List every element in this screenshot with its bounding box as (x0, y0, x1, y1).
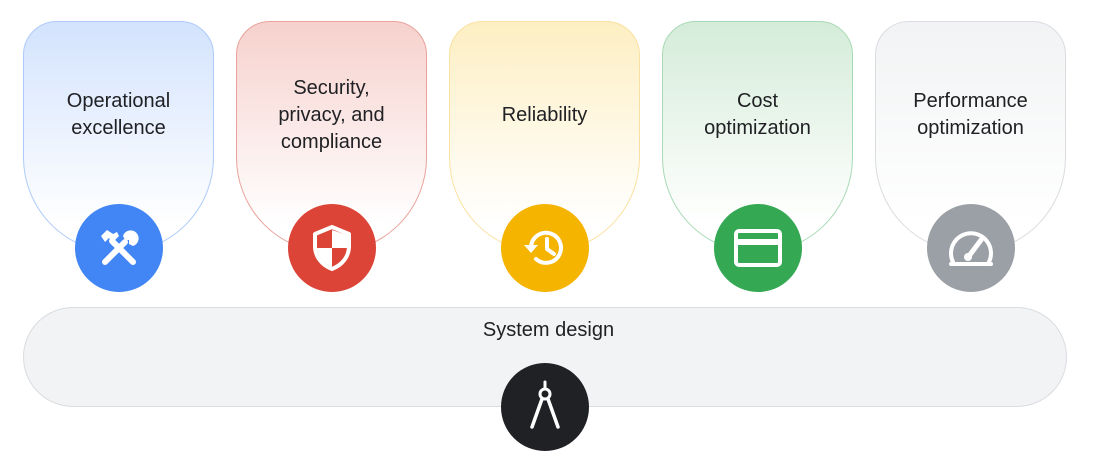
pillar-label: Cost optimization (704, 90, 811, 139)
pillar-security-privacy-compliance: Security, privacy, and compliance (236, 21, 427, 253)
credit-card-icon (714, 204, 802, 292)
pillar-label: Reliability (501, 103, 588, 126)
pillar-performance-optimization: Performance optimization (875, 21, 1066, 253)
system-design-label: System design (482, 319, 615, 341)
pillar-label: Security, privacy, and compliance (278, 76, 385, 153)
history-icon (501, 204, 589, 292)
pillar-label: Operational excellence (66, 90, 171, 139)
pillar-label: Performance optimization (913, 90, 1028, 139)
speedometer-icon (927, 204, 1015, 292)
tools-icon (75, 204, 163, 292)
shield-icon (288, 204, 376, 292)
compass-icon (501, 363, 589, 451)
